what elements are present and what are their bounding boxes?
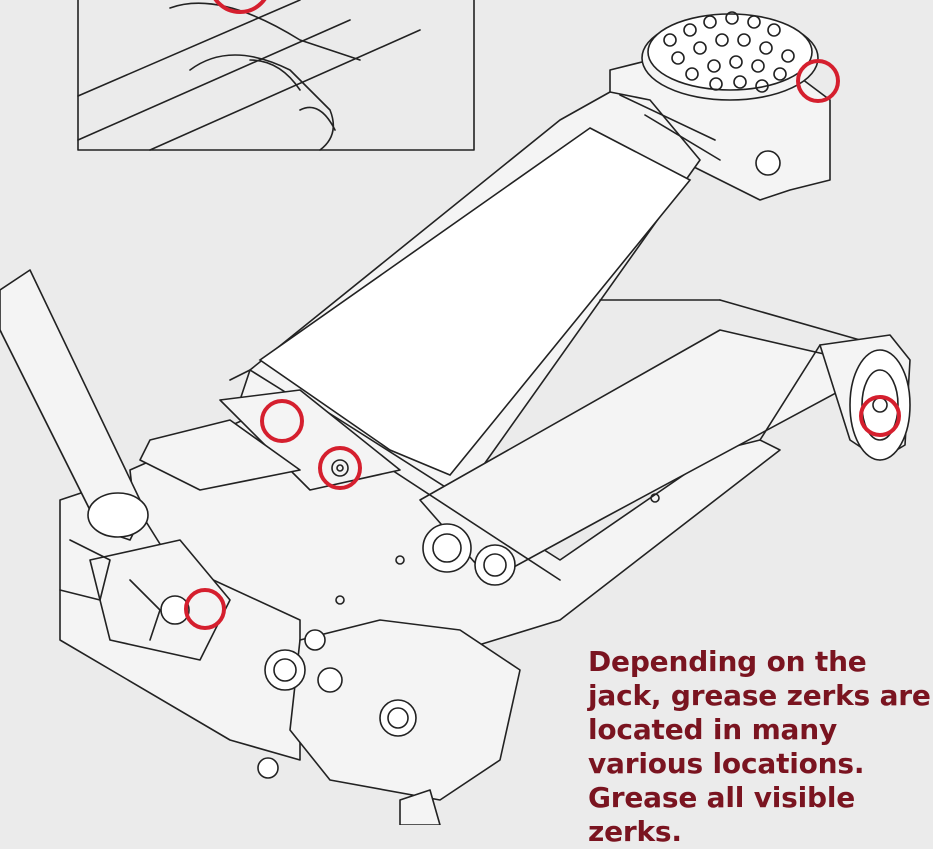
zerk-circle-marker: [213, 0, 267, 14]
zerk-circle-marker: [859, 395, 901, 437]
handle-and-pump: [0, 269, 231, 661]
zerk-markers: [184, 0, 901, 630]
floor-jack-diagram: [0, 0, 911, 825]
rear-wheel: [759, 334, 911, 461]
zerk-circle-marker: [318, 446, 362, 490]
saddle-head: [609, 11, 831, 201]
detail-inset: [77, 0, 475, 151]
zerk-circle-marker: [184, 588, 226, 630]
zerk-circle-marker: [796, 59, 840, 103]
instruction-caption: Depending on the jack, grease zerks are …: [588, 645, 931, 848]
zerk-circle-marker: [260, 399, 304, 443]
